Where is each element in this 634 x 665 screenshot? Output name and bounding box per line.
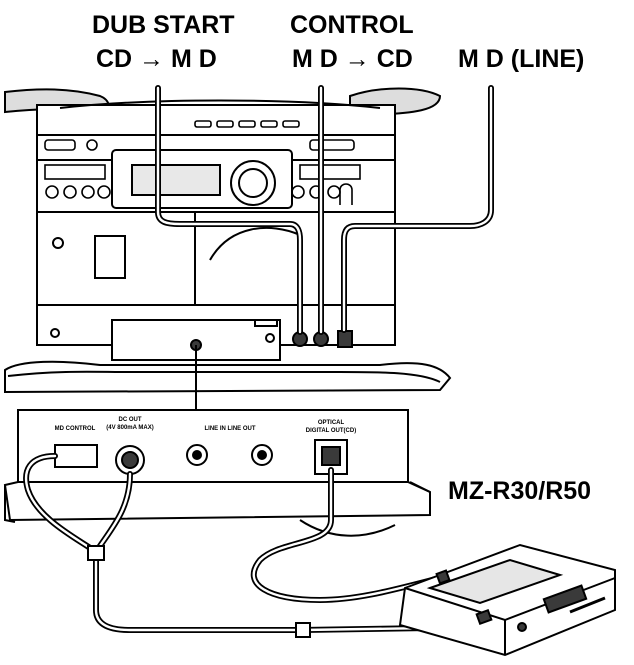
stereo-base <box>4 360 452 394</box>
cassette-window <box>94 235 126 279</box>
label-line-in-out: LINE IN LINE OUT <box>204 426 256 432</box>
jack-md-line <box>337 330 353 348</box>
rear-panel <box>3 409 431 537</box>
top-buttons <box>194 120 300 128</box>
left-button-row <box>44 139 111 199</box>
label-dub-start: DUB START <box>92 11 235 39</box>
label-model: MZ-R30/R50 <box>448 477 592 505</box>
label-optical: OPTICAL <box>317 420 345 426</box>
cd-lid <box>209 226 301 261</box>
stereo-top-panel <box>36 104 396 136</box>
md-control-jack <box>54 444 98 468</box>
label-md-line: M D (LINE) <box>458 45 585 73</box>
stereo-unit <box>4 87 452 394</box>
panel-pointer <box>190 339 202 410</box>
md-window <box>426 558 564 605</box>
label-digital-out: DIGITAL OUT(CD) <box>305 428 357 434</box>
label-dc-out: DC OUT <box>118 417 142 423</box>
md-walkman <box>398 543 616 657</box>
right-button-row <box>291 139 361 205</box>
label-md-to-cd: M D → CD <box>292 45 413 73</box>
label-md-control: MD CONTROL <box>54 426 96 432</box>
cables-inner <box>156 86 493 334</box>
md-plugs <box>435 569 493 626</box>
cable-clips <box>87 545 311 638</box>
label-dc-out-rating: (4V 800mA MAX) <box>106 425 154 431</box>
jog-dial <box>230 160 276 206</box>
label-control: CONTROL <box>290 11 414 39</box>
label-cd-to-md: CD → M D <box>96 45 217 73</box>
md-display <box>542 584 588 614</box>
